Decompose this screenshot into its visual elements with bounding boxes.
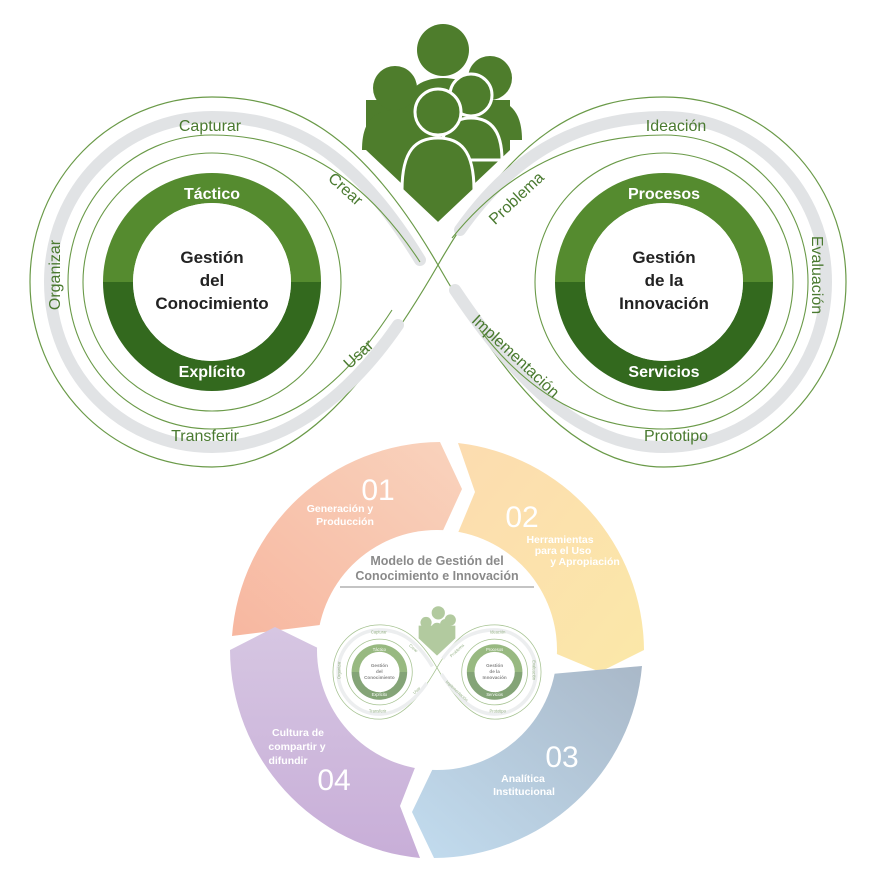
label-implementacion: Implementación — [468, 312, 562, 401]
mini-right-center-line3: Innovación — [483, 675, 507, 680]
mini-left-center-line1: Gestión — [371, 663, 388, 668]
cycle-title-line2: Conocimiento e Innovación — [355, 569, 518, 583]
right-ring-bottom — [555, 282, 773, 391]
segment-04-line3: difundir — [268, 755, 307, 767]
mini-label-organizar: Organizar — [337, 661, 342, 680]
mini-label-usar: Usar — [412, 685, 422, 695]
segment-02-line1: Herramientas — [526, 534, 593, 546]
cycle-segment-04 — [230, 627, 420, 858]
people-group-icon — [362, 24, 522, 227]
cycle-segment-02 — [455, 443, 644, 672]
label-capturar: Capturar — [179, 118, 242, 135]
left-center-line3: Conocimiento — [155, 294, 268, 313]
cycle-diagram: 01 Generación y Producción 02 Herramient… — [230, 442, 644, 858]
mini-label-ideacion: Ideación — [490, 629, 505, 634]
right-center-line3: Innovación — [619, 294, 709, 313]
label-evaluacion: Evaluación — [808, 236, 825, 314]
label-prototipo: Prototipo — [644, 428, 708, 445]
mini-left-bottom-label: Explícito — [372, 692, 388, 697]
infinity-track-right — [449, 110, 833, 454]
segment-04-line1: Cultura de — [272, 727, 324, 739]
left-ring-top — [103, 173, 321, 282]
segment-04-line2: compartir y — [268, 741, 325, 753]
right-center-line2: de la — [645, 271, 684, 290]
mini-label-prototipo: Prototipo — [490, 709, 507, 714]
label-organizar: Organizar — [47, 239, 64, 310]
right-center-line1: Gestión — [632, 248, 695, 267]
infinity-inner-left-outline — [67, 134, 421, 430]
mini-right-center-line1: Gestión — [486, 663, 503, 668]
segment-01-number: 01 — [361, 474, 394, 507]
infinity-track — [43, 110, 426, 454]
infinity-diagram: Táctico Explícito Procesos Servicios Ges… — [29, 24, 847, 468]
segment-03-line1: Analítica — [501, 773, 545, 785]
infinity-inner-right-outline — [451, 134, 809, 430]
left-center-line2: del — [200, 271, 225, 290]
segment-03-number: 03 — [545, 741, 578, 774]
mini-right-center-line2: de la — [489, 669, 500, 674]
mini-right-bottom-label: Servicios — [486, 692, 503, 697]
infinity-outer-outline — [29, 96, 847, 468]
mini-left-center-line3: Conocimiento — [364, 675, 395, 680]
segment-02-line2: para el Uso — [535, 545, 592, 557]
mini-infinity-thumbnail: Gestión del Conocimiento Gestión de la I… — [332, 606, 542, 720]
left-top-label: Táctico — [184, 186, 240, 203]
left-ring-bottom — [103, 282, 321, 391]
cycle-segment-03 — [412, 666, 642, 858]
mini-label-capturar: Capturar — [371, 629, 388, 634]
label-transferir: Transferir — [171, 428, 240, 445]
segment-01-line1: Generación y — [307, 503, 374, 515]
left-bottom-label: Explícito — [179, 364, 246, 381]
mini-left-center-line2: del — [376, 669, 383, 674]
segment-03-line2: Institucional — [493, 786, 555, 798]
label-ideacion: Ideación — [646, 118, 707, 135]
mini-right-top-label: Procesos — [486, 647, 503, 652]
left-center-line1: Gestión — [180, 248, 243, 267]
right-ring-top — [555, 173, 773, 282]
cycle-segment-01 — [232, 442, 462, 636]
mini-label-transferir: Transferir — [369, 709, 387, 714]
segment-02-number: 02 — [505, 501, 538, 534]
mini-label-evaluacion: Evaluación — [531, 660, 536, 680]
segment-01-line2: Producción — [316, 516, 374, 528]
mini-left-top-label: Táctico — [373, 647, 387, 652]
right-bottom-label: Servicios — [628, 364, 699, 381]
segment-02-line3: y Apropiación — [550, 556, 620, 568]
right-top-label: Procesos — [628, 186, 700, 203]
segment-04-number: 04 — [317, 764, 350, 797]
cycle-title-line1: Modelo de Gestión del — [370, 554, 503, 568]
mini-label-crear: Crear — [408, 643, 419, 654]
